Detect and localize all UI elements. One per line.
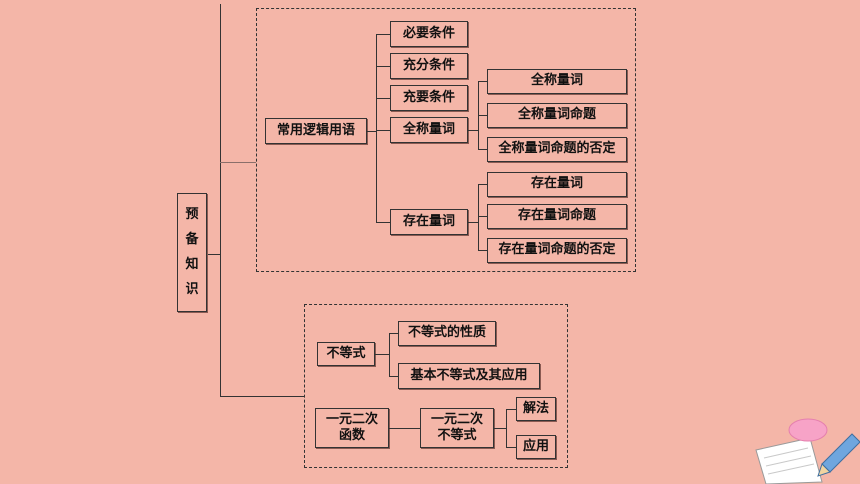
- universal-item: 全称量词: [487, 69, 627, 94]
- universal-stub: [478, 115, 487, 116]
- logic-title: 常用逻辑用语: [265, 118, 367, 144]
- existential-branch-line: [468, 222, 478, 223]
- logic-branch-line: [367, 131, 376, 132]
- existential-quantifier: 存在量词: [390, 209, 468, 235]
- logic-stub: [376, 222, 390, 223]
- logic-group-frame: [256, 8, 636, 272]
- inequality-stub: [389, 376, 398, 377]
- universal-branch-line: [468, 130, 478, 131]
- necessary-sufficient-condition: 充要条件: [390, 85, 468, 111]
- existential-stub: [478, 216, 487, 217]
- universal-stub: [478, 149, 487, 150]
- pencil-icon: [817, 433, 860, 477]
- logic-stub: [376, 34, 390, 35]
- universal-item: 全称量词命题的否定: [487, 137, 627, 162]
- existential-spine: [478, 184, 479, 250]
- logic-stub: [376, 98, 390, 99]
- notebook-pencil-illustration: [755, 418, 860, 484]
- root-char: 预: [185, 206, 199, 222]
- inequality-stub: [389, 333, 398, 334]
- quadratic-inequality-line: 不等式: [437, 428, 477, 443]
- existential-item: 存在量词命题: [487, 204, 627, 229]
- sufficient-condition: 充分条件: [390, 53, 468, 79]
- existential-stub: [478, 250, 487, 251]
- existential-item: 存在量词: [487, 172, 627, 197]
- quadratic-function-line: 一元二次: [325, 411, 378, 427]
- logic-spine: [376, 34, 377, 223]
- root-box: 预 备 知 识: [177, 193, 207, 312]
- quadratic-inequality-line: 一元二次: [430, 411, 483, 427]
- quadratic-item: 应用: [516, 435, 556, 459]
- inequality-connector: [220, 396, 304, 397]
- root-connector: [207, 254, 221, 255]
- quadratic-stub: [506, 409, 516, 410]
- universal-item: 全称量词命题: [487, 103, 627, 128]
- quadratic-stub: [506, 447, 516, 448]
- logic-stub: [376, 66, 390, 67]
- inequality-spine: [389, 333, 390, 376]
- inequality-branch-line: [375, 354, 389, 355]
- universal-stub: [478, 81, 487, 82]
- quadratic-inequality: 一元二次 不等式: [420, 408, 494, 448]
- necessary-condition: 必要条件: [390, 21, 468, 47]
- quadratic-branch-line: [494, 428, 506, 429]
- quadratic-link-line: [389, 428, 420, 429]
- inequality-group-frame: [304, 304, 568, 468]
- logic-stub: [376, 130, 390, 131]
- inequality-item: 不等式的性质: [398, 321, 496, 346]
- inequality-item: 基本不等式及其应用: [398, 363, 540, 389]
- root-char: 备: [185, 231, 199, 247]
- speech-bubble-icon: [788, 418, 828, 442]
- quadratic-function-line: 函数: [338, 428, 365, 443]
- existential-stub: [478, 184, 487, 185]
- quadratic-item: 解法: [516, 397, 556, 421]
- inequality-title: 不等式: [317, 342, 375, 366]
- quadratic-function: 一元二次 函数: [315, 408, 389, 448]
- root-char: 识: [185, 282, 199, 298]
- logic-connector: [220, 162, 256, 163]
- paper-icon: [755, 437, 823, 484]
- root-char: 知: [185, 257, 199, 272]
- universal-quantifier: 全称量词: [390, 117, 468, 143]
- trunk-line: [220, 4, 221, 396]
- quadratic-spine: [506, 409, 507, 447]
- existential-item: 存在量词命题的否定: [487, 238, 627, 263]
